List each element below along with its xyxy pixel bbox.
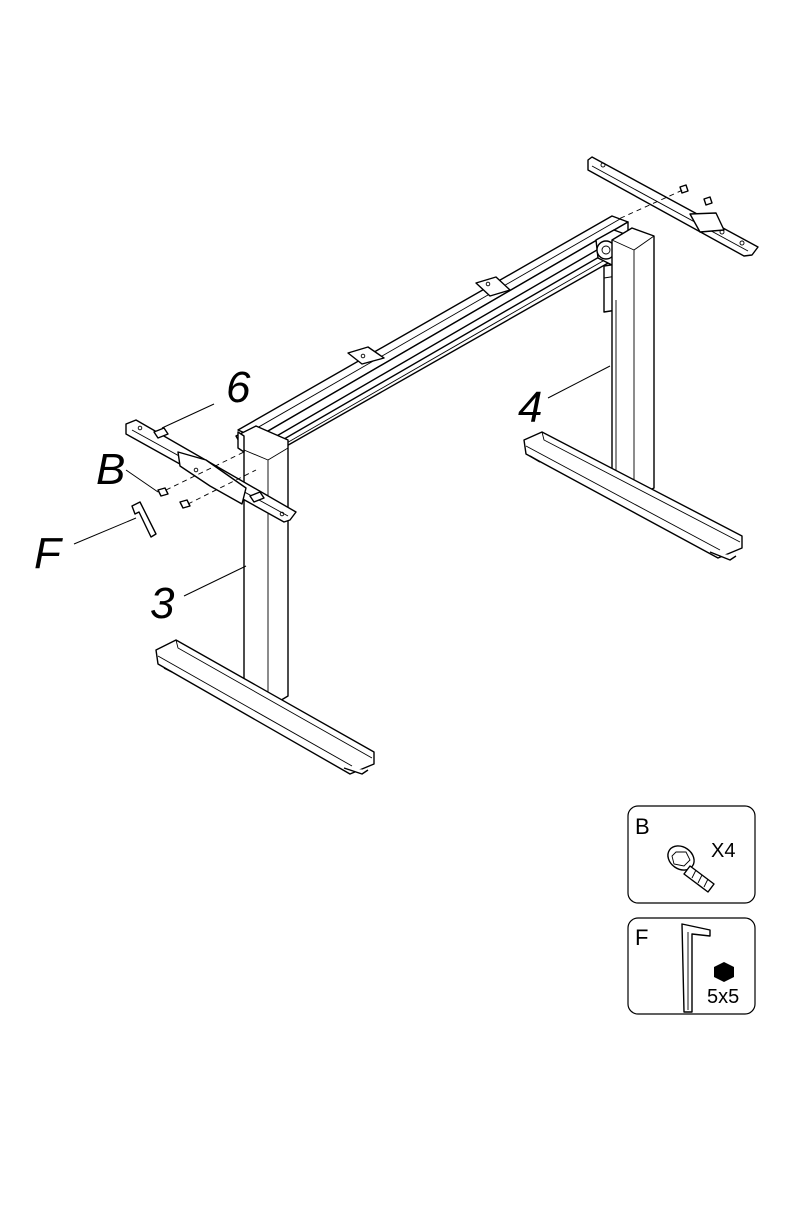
right-leg-column: [612, 228, 654, 498]
callout-3: 3: [150, 579, 175, 628]
callout-6: 6: [226, 363, 251, 412]
bracket-screws-left: [158, 488, 190, 508]
hardware-f-letter: F: [635, 925, 648, 950]
crossbar: [238, 216, 638, 452]
callout-b: B: [96, 445, 125, 494]
leader-line-3: [184, 566, 246, 596]
callout-f: F: [34, 529, 63, 578]
bracket-screws-right: [680, 185, 712, 205]
callout-4: 4: [518, 383, 542, 432]
leader-line-f: [74, 518, 136, 544]
hardware-box-b: B X4: [628, 806, 755, 903]
leader-line-4: [548, 366, 610, 398]
hardware-f-size: 5x5: [707, 986, 739, 1008]
leader-line-b: [126, 470, 158, 492]
hardware-b-quantity: X4: [711, 840, 735, 862]
hardware-box-f: F 5x5: [628, 918, 755, 1014]
leader-line-6: [162, 404, 214, 428]
hardware-b-letter: B: [635, 814, 650, 839]
hex-key-loose: [132, 502, 156, 537]
